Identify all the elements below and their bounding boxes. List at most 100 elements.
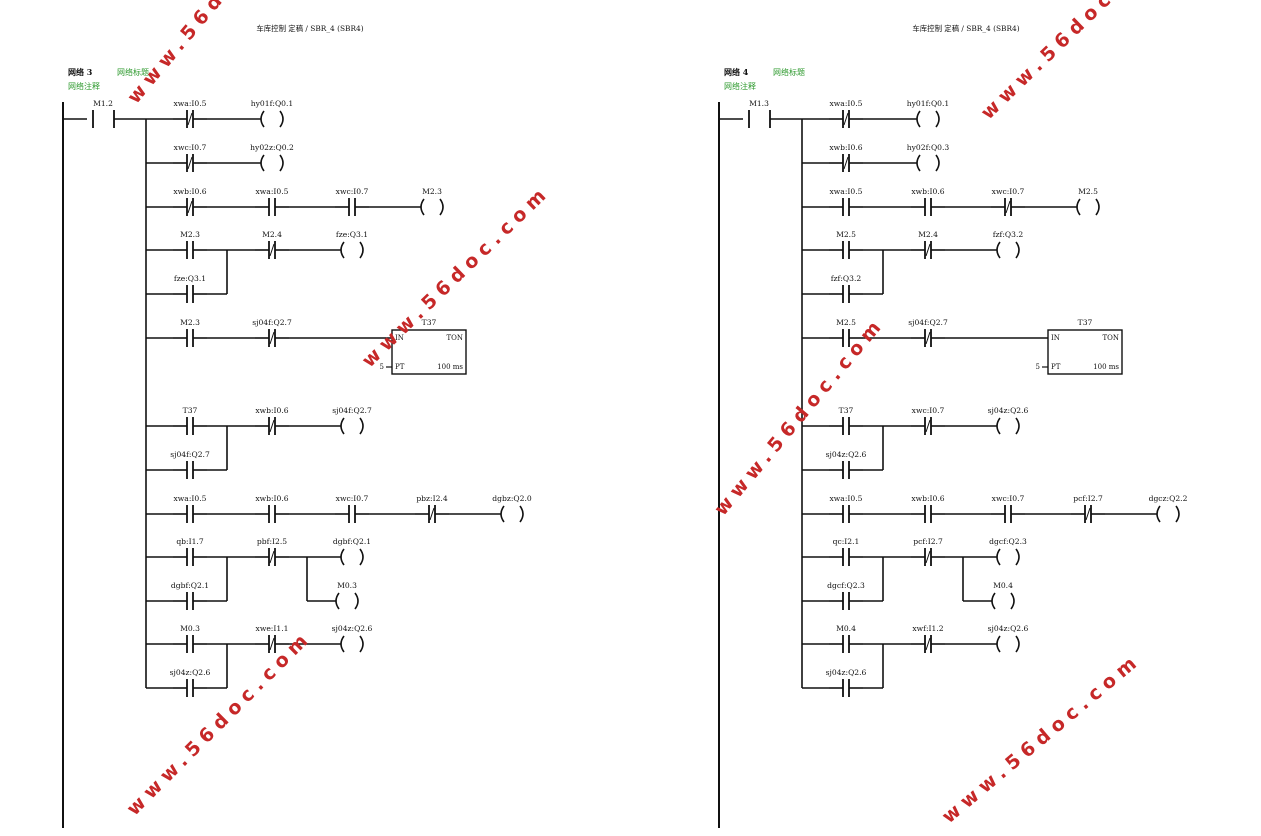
coil-label: hy01f:Q0.1 (251, 99, 294, 108)
coil-arc-left (916, 110, 921, 128)
coil-arc-right (359, 548, 364, 566)
contact-slash (925, 331, 931, 345)
page-header: 车库控制 定稿 / SBR_4 (SBR4) (256, 24, 363, 33)
output-branch-coil-label: M0.4 (993, 581, 1013, 590)
coil-arc-left (260, 110, 265, 128)
contact-label: pbf:I2.5 (257, 537, 287, 546)
timer-T37-name: T37 (422, 318, 437, 327)
coil-label: M2.5 (1078, 187, 1098, 196)
network-subtitle: 网络标题 (117, 67, 149, 77)
coil-arc-left (340, 635, 345, 653)
contact-label: M2.3 (180, 318, 200, 327)
contact-label: xwb:I0.6 (255, 406, 288, 415)
contact-label: xwb:I0.6 (829, 143, 862, 152)
parallel-contact-label: dgbf:Q2.1 (171, 581, 209, 590)
coil-label: dgbz:Q2.0 (492, 494, 532, 503)
contact-label: xwb:I0.6 (911, 494, 944, 503)
coil-label: sj04z:Q2.6 (988, 406, 1029, 415)
parallel-contact-label: sj04z:Q2.6 (170, 668, 211, 677)
coil-label: hy02z:Q0.2 (250, 143, 294, 152)
contact-label: xwe:I1.1 (256, 624, 289, 633)
parallel-contact-label: dgcf:Q2.3 (827, 581, 865, 590)
coil-arc-left (996, 241, 1001, 259)
main-contact-label: M1.2 (93, 99, 113, 108)
network-subtitle: 网络标题 (773, 67, 805, 77)
contact-label: M0.4 (836, 624, 856, 633)
timer-T37-type: TON (1102, 334, 1119, 342)
output-branch-coil-label: M0.3 (337, 581, 357, 590)
contact-label: pbz:I2.4 (416, 494, 448, 503)
contact-label: M2.4 (262, 230, 282, 239)
contact-slash (925, 550, 931, 564)
contact-slash (269, 637, 275, 651)
coil-label: dgcf:Q2.3 (989, 537, 1027, 546)
network-comment: 网络注释 (724, 81, 756, 91)
contact-slash (843, 156, 849, 170)
coil-arc-right (279, 154, 284, 172)
output-branch-coil-arc-left (335, 592, 340, 610)
coil-arc-right (439, 198, 444, 216)
network-comment: 网络注释 (68, 81, 100, 91)
coil-arc-right (279, 110, 284, 128)
rung-2: xwc:I0.7 hy02z:Q0.2 (146, 143, 294, 172)
network-title: 网络 4 (724, 67, 749, 77)
coil-arc-right (1015, 635, 1020, 653)
contact-label: qc:I2.1 (833, 537, 860, 546)
contact-label: xwa:I0.5 (174, 494, 207, 503)
timer-T37-base: 100 ms (1093, 363, 1119, 371)
contact-label: T37 (183, 406, 198, 415)
timer-T37-pt-label: PT (395, 363, 405, 371)
coil-arc-left (916, 154, 921, 172)
contact-slash (925, 637, 931, 651)
contact-label: xwb:I0.6 (911, 187, 944, 196)
rung-1: xwa:I0.5 hy01f:Q0.1 (146, 99, 293, 128)
coil-arc-right (1015, 417, 1020, 435)
coil-arc-right (359, 241, 364, 259)
timer-T37-type: TON (446, 334, 463, 342)
parallel-contact-label: sj04z:Q2.6 (826, 668, 867, 677)
coil-label: fze:Q3.1 (336, 230, 368, 239)
contact-label: xwb:I0.6 (255, 494, 288, 503)
coil-arc-left (260, 154, 265, 172)
contact-slash (1005, 200, 1011, 214)
timer-T37-pt-value: 5 (380, 363, 384, 371)
output-branch-coil-arc-left (991, 592, 996, 610)
contact-label: M2.5 (836, 318, 856, 327)
coil-arc-left (340, 241, 345, 259)
main-contact-label: M1.3 (749, 99, 769, 108)
contact-label: M2.4 (918, 230, 938, 239)
contact-label: T37 (839, 406, 854, 415)
timer-T37-box (1047, 329, 1123, 375)
coil-arc-left (340, 548, 345, 566)
contact-label: xwa:I0.5 (830, 99, 863, 108)
coil-arc-right (1175, 505, 1180, 523)
coil-arc-left (340, 417, 345, 435)
contact-label: xwb:I0.6 (173, 187, 206, 196)
coil-label: sj04z:Q2.6 (988, 624, 1029, 633)
coil-arc-right (935, 154, 940, 172)
contact-label: xwc:I0.7 (174, 143, 207, 152)
contact-slash (187, 112, 193, 126)
coil-arc-left (420, 198, 425, 216)
contact-label: xwa:I0.5 (830, 494, 863, 503)
contact-slash (429, 507, 435, 521)
contact-label: xwa:I0.5 (174, 99, 207, 108)
contact-label: M2.3 (180, 230, 200, 239)
timer-T37-box (391, 329, 467, 375)
contact-label: xwa:I0.5 (830, 187, 863, 196)
coil-label: fzf:Q3.2 (993, 230, 1024, 239)
